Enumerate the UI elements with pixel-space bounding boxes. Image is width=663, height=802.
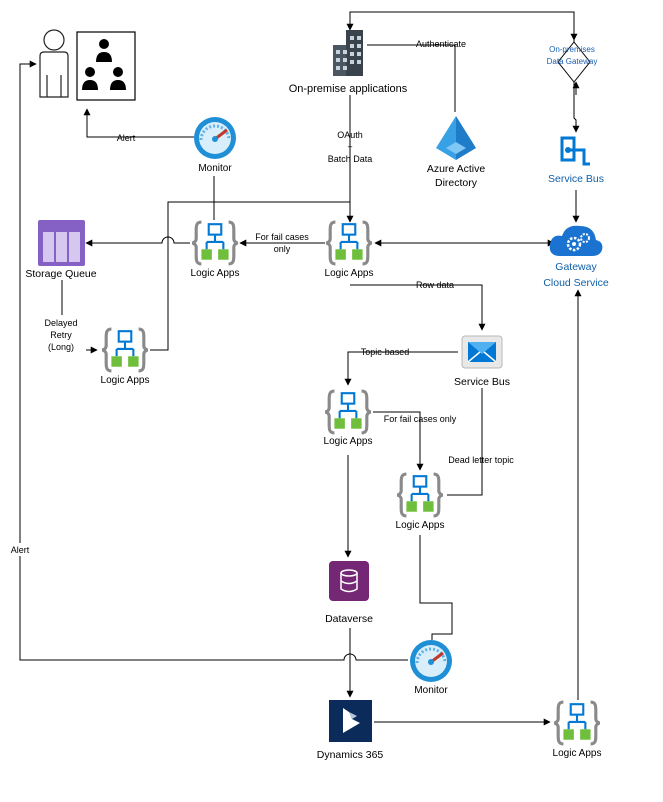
aad-node: Azure Active Directory	[427, 116, 486, 189]
storage-queue-icon	[38, 220, 85, 266]
dataverse-label: Dataverse	[325, 613, 373, 625]
logic-apps-deadletter-node: Logic Apps	[396, 472, 445, 531]
alert-left-label: Alert	[11, 545, 30, 555]
monitor-icon	[192, 115, 238, 161]
aad-label-2: Directory	[435, 177, 478, 189]
alert-left-label-group: Alert	[6, 543, 34, 556]
authenticate-label: Authenticate	[416, 39, 466, 49]
edge-alert-top	[83, 108, 194, 138]
onprem-gateway-label-1: On-premises	[549, 45, 595, 54]
edge-row-data	[350, 284, 486, 331]
monitor-icon	[408, 638, 454, 684]
logic-apps-left-node: Logic Apps	[191, 220, 240, 279]
delayed-label-1: Delayed	[44, 318, 77, 328]
delayed-label-2: Retry	[50, 330, 72, 340]
database-icon	[329, 561, 369, 601]
delayed-retry-label-group: Delayed Retry (Long)	[36, 315, 86, 355]
topic-based-label: Topic-based	[361, 347, 410, 357]
service-bus-top-node: Service Bus	[548, 136, 604, 185]
oauth-label-1: OAuth	[337, 130, 363, 140]
logic-apps-icon	[326, 220, 372, 266]
gateway-cloud-label-2: Cloud Service	[543, 277, 609, 289]
monitor-bottom-label: Monitor	[414, 685, 448, 696]
gateway-cloud-label-1: Gateway	[555, 261, 597, 273]
gateway-diamond-icon	[557, 41, 591, 83]
monitor-bottom-node: Monitor	[408, 638, 454, 696]
monitor-top-node: Monitor	[192, 115, 238, 174]
service-bus-mid-node: Service Bus	[454, 335, 510, 388]
person-icon	[39, 29, 69, 98]
dynamics-node: Dynamics 365	[317, 700, 384, 761]
aad-label-1: Azure Active	[427, 163, 486, 175]
edge-topic-based	[344, 351, 458, 386]
logic-apps-left-label: Logic Apps	[191, 268, 240, 279]
logic-apps-topic-label: Logic Apps	[324, 436, 373, 447]
logic-apps-icon	[192, 220, 238, 266]
delayed-label-3: (Long)	[48, 342, 74, 352]
onprem-apps-node: On-premise applications	[289, 30, 408, 95]
edge-authenticate	[367, 44, 456, 112]
service-bus-top-label: Service Bus	[548, 173, 604, 185]
onprem-gateway-node: On-premises Data Gateway	[547, 41, 598, 83]
service-bus-envelope-icon	[461, 335, 503, 369]
users-node	[39, 29, 136, 101]
logic-apps-topic-node: Logic Apps	[324, 389, 373, 447]
alert-top-label: Alert	[117, 133, 136, 143]
logic-apps-retry-label: Logic Apps	[101, 375, 150, 386]
dynamics-label: Dynamics 365	[317, 749, 384, 761]
service-bus-relay-icon	[560, 136, 590, 166]
edge-gateway-servicebus	[572, 82, 580, 133]
service-bus-mid-label: Service Bus	[454, 376, 510, 388]
logic-apps-center-label: Logic Apps	[325, 268, 374, 279]
edge-fail-cases-only	[373, 411, 424, 471]
gateway-cloud-node: Gateway Cloud Service	[543, 225, 609, 289]
fail-cases-only-label: For fail cases only	[384, 414, 457, 424]
logic-apps-retry-node: Logic Apps	[101, 327, 150, 386]
fail-cases-label-2: only	[274, 244, 291, 254]
edge-center-over	[150, 201, 350, 351]
oauth-label-3: Batch Data	[328, 154, 373, 164]
logic-apps-bottom-node: Logic Apps	[553, 700, 602, 759]
logic-apps-center-node: Logic Apps	[325, 220, 374, 279]
dead-letter-label: Dead letter topic	[448, 455, 514, 465]
onprem-gateway-label-2: Data Gateway	[547, 57, 598, 66]
fail-cases-label-1: For fail cases	[255, 232, 309, 242]
edge-alert-left	[19, 60, 408, 661]
edge-onprem-gateway-loop	[346, 11, 575, 42]
edge-to-storage	[85, 236, 190, 247]
cloud-gear-icon	[549, 225, 603, 256]
logic-apps-icon	[325, 389, 371, 435]
storage-queue-label: Storage Queue	[25, 268, 96, 280]
logic-apps-icon	[554, 700, 600, 746]
group-icon	[82, 39, 126, 90]
storage-queue-node: Storage Queue	[25, 220, 97, 280]
monitor-top-label: Monitor	[198, 163, 232, 174]
oauth-label-2: +	[347, 142, 352, 152]
aad-pyramid-icon	[436, 116, 476, 160]
edge-deadletter-monitor	[419, 535, 453, 640]
onprem-apps-label: On-premise applications	[289, 83, 408, 95]
logic-apps-icon	[102, 327, 148, 373]
logic-apps-icon	[397, 472, 443, 518]
logic-apps-deadletter-label: Logic Apps	[396, 520, 445, 531]
dynamics-logo-icon	[329, 700, 372, 742]
logic-apps-bottom-label: Logic Apps	[553, 748, 602, 759]
building-icon	[333, 30, 363, 76]
edge-dead-letter	[447, 388, 483, 496]
row-data-label: Row data	[416, 280, 454, 290]
dataverse-node: Dataverse	[325, 561, 373, 625]
